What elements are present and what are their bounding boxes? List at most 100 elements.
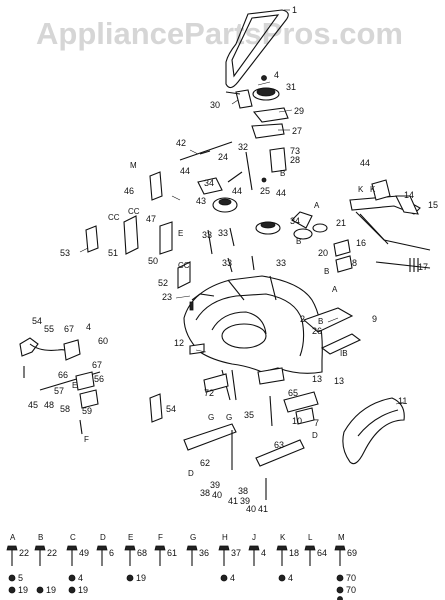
hardware-item: G36 [186, 533, 209, 566]
mower-deck [183, 275, 362, 374]
hardware-sub-number: 4 [288, 573, 293, 583]
callout-m: M [130, 161, 137, 170]
callout-32: 32 [238, 142, 248, 152]
callout-65: 65 [288, 388, 298, 398]
callout-57: 57 [54, 386, 64, 396]
callout-47: 47 [146, 214, 156, 224]
hardware-letter: E [128, 533, 133, 542]
leader-lines [79, 81, 405, 405]
callout-33-d: 33 [276, 258, 286, 268]
callout-2: 2 [300, 314, 305, 324]
callout-67: 67 [64, 324, 74, 334]
callout-58: 58 [60, 404, 70, 414]
callout-9: 9 [372, 314, 377, 324]
hardware-number: 37 [231, 548, 241, 558]
callout-21: 21 [336, 218, 346, 228]
bolt-icon [218, 545, 230, 551]
bolt-icon [276, 545, 288, 551]
callout-34: 34 [204, 178, 214, 188]
callout-1: 1 [292, 5, 297, 15]
bolt-icon [304, 545, 316, 551]
callout-d-left: D [188, 469, 194, 478]
callout-13-a: 13 [312, 374, 322, 384]
center-frame-links [203, 367, 319, 427]
idler-assembly [197, 147, 287, 213]
callout-73: 73 [290, 146, 300, 156]
bolt-icon [6, 545, 18, 551]
nut-icon [278, 574, 286, 582]
hardware-letter: K [280, 533, 286, 542]
lift-lever [333, 179, 431, 273]
hardware-sub-number: 5 [18, 573, 23, 583]
bolt-icon [34, 545, 46, 551]
washer-icon [36, 586, 44, 594]
belt-part [225, 9, 290, 89]
callout-30: 30 [210, 100, 220, 110]
callout-53: 53 [60, 248, 70, 258]
callout-14: 14 [404, 190, 414, 200]
bolt-icon [124, 545, 136, 551]
callout-54: 54 [32, 316, 42, 326]
callout-28: 28 [290, 155, 300, 165]
callout-13-b: 13 [334, 376, 344, 386]
hardware-sub-number: 19 [46, 585, 56, 595]
hardware-number: 49 [79, 548, 89, 558]
callout-52: 52 [158, 278, 168, 288]
callout-b-mid: B [296, 237, 301, 246]
callout-51: 51 [108, 248, 118, 258]
callout-44-c: 44 [360, 158, 370, 168]
callout-ib: IB [340, 349, 348, 358]
hardware-sub-number: 70 [346, 573, 356, 583]
hardware-item: F 61 [154, 533, 177, 566]
washer-icon [337, 596, 343, 600]
hardware-number: 69 [347, 548, 357, 558]
hardware-sub-number: 4 [78, 573, 83, 583]
hardware-letter: D [100, 533, 106, 542]
watermark-text: AppliancePartsPros.com [36, 16, 403, 51]
callout-24: 24 [218, 152, 228, 162]
callout-44: 44 [180, 166, 190, 176]
hardware-item: D6 [96, 533, 114, 566]
callout-34-b: 34 [290, 216, 300, 226]
hardware-number: 64 [317, 548, 327, 558]
callout-23: 23 [162, 292, 172, 302]
callout-e-top: E [178, 229, 183, 238]
callout-labels: 1 4 31 30 29 27 42 32 73 28 24 B 25 44 3… [28, 5, 438, 514]
pulley-assembly [225, 75, 289, 139]
callout-54-b: 54 [166, 404, 176, 414]
bolt-icon [186, 545, 198, 551]
callout-31: 31 [286, 82, 296, 92]
hardware-sub-number: 19 [18, 585, 28, 595]
callout-41-b: 41 [258, 504, 268, 514]
hardware-number: 6 [109, 548, 114, 558]
callout-16: 16 [356, 238, 366, 248]
washer-icon [336, 586, 344, 594]
hardware-letter: G [190, 533, 196, 542]
callout-42: 42 [176, 138, 186, 148]
hardware-number: 36 [199, 548, 209, 558]
callout-33-c: 33 [222, 258, 232, 268]
hardware-item: J4 [248, 533, 266, 566]
callout-11: 11 [398, 396, 407, 406]
hardware-letter: F [158, 533, 163, 542]
callout-g-2: G [226, 413, 232, 422]
hardware-item: L64 [304, 533, 327, 566]
callout-12: 12 [174, 338, 184, 348]
callout-41-a: 41 [228, 496, 238, 506]
callout-17: 17 [418, 262, 428, 272]
callout-27: 27 [292, 126, 302, 136]
callout-f-left: F [84, 435, 89, 444]
hardware-number: 18 [289, 548, 299, 558]
callout-43: 43 [196, 196, 206, 206]
callout-cc-3: CC [178, 261, 190, 270]
callout-b-deck: B [318, 317, 323, 326]
callout-33-a: 33 [202, 230, 212, 240]
hardware-number: 61 [167, 548, 177, 558]
bolt-icon [154, 545, 166, 551]
callout-g-1: G [208, 413, 214, 422]
callout-44-d: 44 [276, 188, 286, 198]
bolt-icon [66, 545, 78, 551]
callout-8-right: 8 [352, 258, 357, 268]
